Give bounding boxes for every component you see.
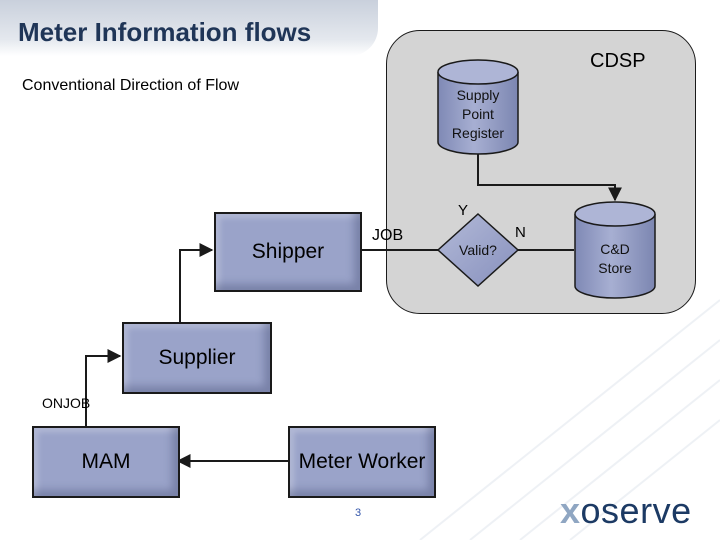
valid-decision-diamond — [436, 212, 520, 288]
cdsp-label: CDSP — [590, 50, 646, 72]
mam-to-supplier-line — [85, 349, 122, 426]
shipper-label: Shipper — [251, 240, 325, 263]
job-label: JOB — [372, 227, 404, 244]
mam-label: MAM — [81, 450, 131, 473]
mam-node: MAM — [32, 426, 180, 498]
spr-to-cd-store-line — [477, 154, 622, 202]
supply-point-register-label: Supply Point Register — [451, 87, 505, 141]
page-title: Meter Information flows — [18, 17, 312, 47]
cd-store-label: C&D Store — [598, 241, 632, 276]
title-bar — [0, 0, 378, 56]
page-number: 3 — [355, 507, 362, 519]
shipper-node: Shipper — [214, 212, 362, 292]
supplier-label: Supplier — [158, 346, 236, 369]
meter-worker-label: Meter Worker — [298, 450, 426, 473]
onjob-label: ONJOB — [42, 395, 91, 411]
cd-store-cylinder — [574, 201, 656, 299]
supplier-to-shipper-line — [179, 243, 214, 322]
supplier-node: Supplier — [122, 322, 272, 394]
meter-worker-node: Meter Worker — [288, 426, 436, 498]
valid-label: Valid? — [459, 242, 497, 258]
no-label: N — [515, 224, 526, 241]
xoserve-logo: xoserve — [560, 490, 692, 531]
subtitle: Conventional Direction of Flow — [22, 77, 239, 94]
yes-label: Y — [458, 202, 469, 219]
supply-point-register-cylinder — [437, 59, 519, 155]
